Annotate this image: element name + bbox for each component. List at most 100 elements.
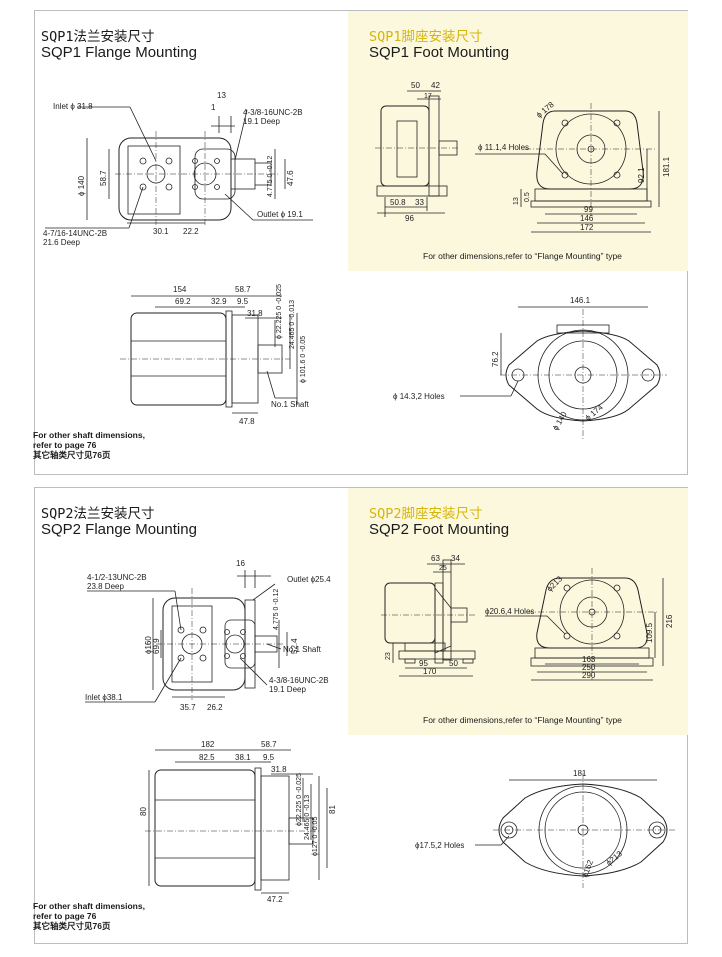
sqp1-no1-shaft-label: No.1 Shaft [271,400,310,409]
sqp1-shaft-note-page: 76 [86,440,97,450]
sqp1-foot-dim-1811: 181.1 [662,156,671,177]
sqp2-dim-262: 26.2 [207,703,223,712]
sqp1-dim-13: 13 [217,91,226,100]
sqp2-foot-dim-95: 95 [419,659,428,668]
sqp2-deep1-label: 23.8 Deep [87,582,124,591]
sqp2-panel: SQP2法兰安装尺寸 SQP2 Flange Mounting SQP2脚座安装… [33,487,688,944]
sqp1-shaft-note: For other shaft dimensions, refer to pag… [33,430,145,460]
sqp2-dim-phi160: ϕ160 [144,636,153,654]
sqp2-outlet-label: Outlet ϕ25.4 [287,575,331,584]
sqp2-back-dim-181: 181 [573,769,587,778]
sqp1-foot-dim-13: 13 [513,197,520,205]
sqp1-drawings: Inlet ϕ 31.8 13 1 4-3/8-16UNC-2B 19.1 De… [43,81,671,441]
sqp1-flange-side-view [120,295,298,414]
sqp2-foot-dim-170: 170 [423,667,437,676]
sqp1-flange-title-cn: SQP1法兰安装尺寸 [41,29,155,45]
sqp1-dim-222: 22.2 [183,227,199,236]
sqp1-foot-dim-50: 50 [411,81,420,90]
sqp2-foot-title-cn: SQP2脚座安装尺寸 [369,506,483,522]
sqp1-dim-587v: 58.7 [99,170,108,186]
sqp1-dim-154: 154 [173,285,187,294]
sqp2-shaft-note: For other shaft dimensions, refer to pag… [33,901,145,931]
sqp2-dim-16: 16 [236,559,245,568]
sqp2-back-holes-label: ϕ17.5,2 Holes [415,841,464,850]
sqp1-back-dim-1461: 146.1 [570,296,591,305]
sqp2-foot-title-en: SQP2 Foot Mounting [369,521,510,538]
sqp2-flange-side-view [145,749,328,894]
sqp2-foot-dim-250: 250 [582,663,596,672]
sqp1-shaft-note-line1: For other shaft dimensions, [33,430,145,440]
sqp1-outlet-label: Outlet ϕ 19.1 [257,210,303,219]
sqp1-back-dim-phi140: ϕ 140 [551,410,569,432]
sqp2-flange-title-en: SQP2 Flange Mounting [41,521,197,538]
sqp2-flange-title-cn: SQP2法兰安装尺寸 [41,506,155,522]
sqp2-unc1-label: 4-1/2-13UNC-2B [87,573,147,582]
sqp2-foot-dim-216: 216 [665,614,674,628]
sqp1-foot-side-view [375,90,460,217]
sqp1-foot-dim-99: 99 [584,205,593,214]
sqp1-shaft-dim-2: 24.465 0 -0.013 [289,300,296,349]
sqp1-dim-318: 31.8 [247,309,263,318]
sqp1-foot-dim-172: 172 [580,223,594,232]
sqp1-unc1-label: 4-3/8-16UNC-2B [243,108,303,117]
sqp2-no1-shaft-label: No.1 Shaft [283,645,322,654]
sqp1-dim-476: 47.6 [286,170,295,186]
sqp2-foot-side-view [381,559,476,677]
sqp2-dim-318: 31.8 [271,765,287,774]
sqp1-shaft-note-line2: refer to page [33,440,85,450]
sqp2-dim-381: 38.1 [235,753,251,762]
sqp2-foot-mounting-area [348,488,688,735]
sqp2-dim-80: 80 [139,807,148,816]
sqp1-foot-dim-146: 146 [580,214,594,223]
sqp2-dim-699: 69.9 [152,638,161,654]
sqp1-foot-dim-42: 42 [431,81,440,90]
sqp2-shaft-note-page: 76 [86,911,97,921]
sqp1-foot-dim-96: 96 [405,214,414,223]
sqp2-foot-dim-290: 290 [582,671,596,680]
sqp2-dim-81: 81 [328,805,337,814]
sqp2-foot-dim-phi213: ϕ213 [545,574,564,593]
sqp1-inlet-label: Inlet ϕ 31.8 [53,102,93,111]
sqp2-drawings: 4-1/2-13UNC-2B 23.8 Deep 16 Outlet ϕ25.4… [85,554,675,904]
sqp1-shaft-dim-1: ϕ 22.225 0 -0.025 [276,284,283,339]
sqp2-dim-95: 9.5 [263,753,275,762]
sqp1-foot-title-en: SQP1 Foot Mounting [369,44,510,61]
sqp2-foot-holes-label: ϕ20.6,4 Holes [485,607,534,616]
sqp2-foot-dim-1095: 109.5 [645,622,654,643]
sqp2-flange-back-view [475,773,675,888]
sqp2-inlet-label: Inlet ϕ38.1 [85,693,123,702]
sqp1-dim-478: 47.8 [239,417,255,426]
sqp2-flange-front-view [85,570,288,703]
sqp1-flange-title-en: SQP1 Flange Mounting [41,44,197,61]
sqp2-foot-dim-23: 23 [385,652,392,660]
sqp2-dim-357: 35.7 [180,703,196,712]
sqp2-foot-dim-63: 63 [431,554,440,563]
sqp1-back-dim-762: 76.2 [491,351,500,367]
sqp1-flange-front-view [45,106,313,229]
sqp1-shaft-dim-3: ϕ 101.6 0 -0.05 [300,336,307,383]
sqp2-dim-182: 182 [201,740,215,749]
sqp2-foot-front-view [485,568,664,681]
sqp1-panel: SQP1法兰安装尺寸 SQP1 Flange Mounting SQP1脚座安装… [33,10,688,475]
sqp1-flange-back-view [460,306,667,441]
sqp1-foot-dim-33: 33 [415,198,424,207]
sqp1-back-holes-label: ϕ 14.3,2 Holes [393,392,445,401]
sqp1-shaft-note-cn: 其它轴类尺寸见76页 [33,450,111,460]
sqp1-dim-1: 1 [211,103,216,112]
sqp2-shaft-note-line1: For other shaft dimensions, [33,901,145,911]
sqp2-dim-587: 58.7 [261,740,277,749]
sqp1-deep1-label: 19.1 Deep [243,117,280,126]
sqp1-foot-title-cn: SQP1脚座安装尺寸 [369,29,483,45]
sqp1-dim-301: 30.1 [153,227,169,236]
sqp2-foot-dim-163: 163 [582,655,596,664]
sqp1-foot-mounting-area [348,11,688,271]
sqp1-dim-phi140: ϕ 140 [77,175,86,196]
sqp2-dim-472: 47.2 [267,895,283,904]
sqp1-foot-dim-17: 17 [424,93,432,100]
sqp2-deep2-label: 19.1 Deep [269,685,306,694]
sqp1-unc2-label: 4-7/16-14UNC-2B [43,229,107,238]
sqp1-foot-dim-921: 92.1 [637,167,646,183]
sqp1-dim-95: 9.5 [237,297,249,306]
sqp1-foot-front-view [475,103,660,233]
sqp1-foot-note: For other dimensions,refer to “Flange Mo… [423,251,622,261]
